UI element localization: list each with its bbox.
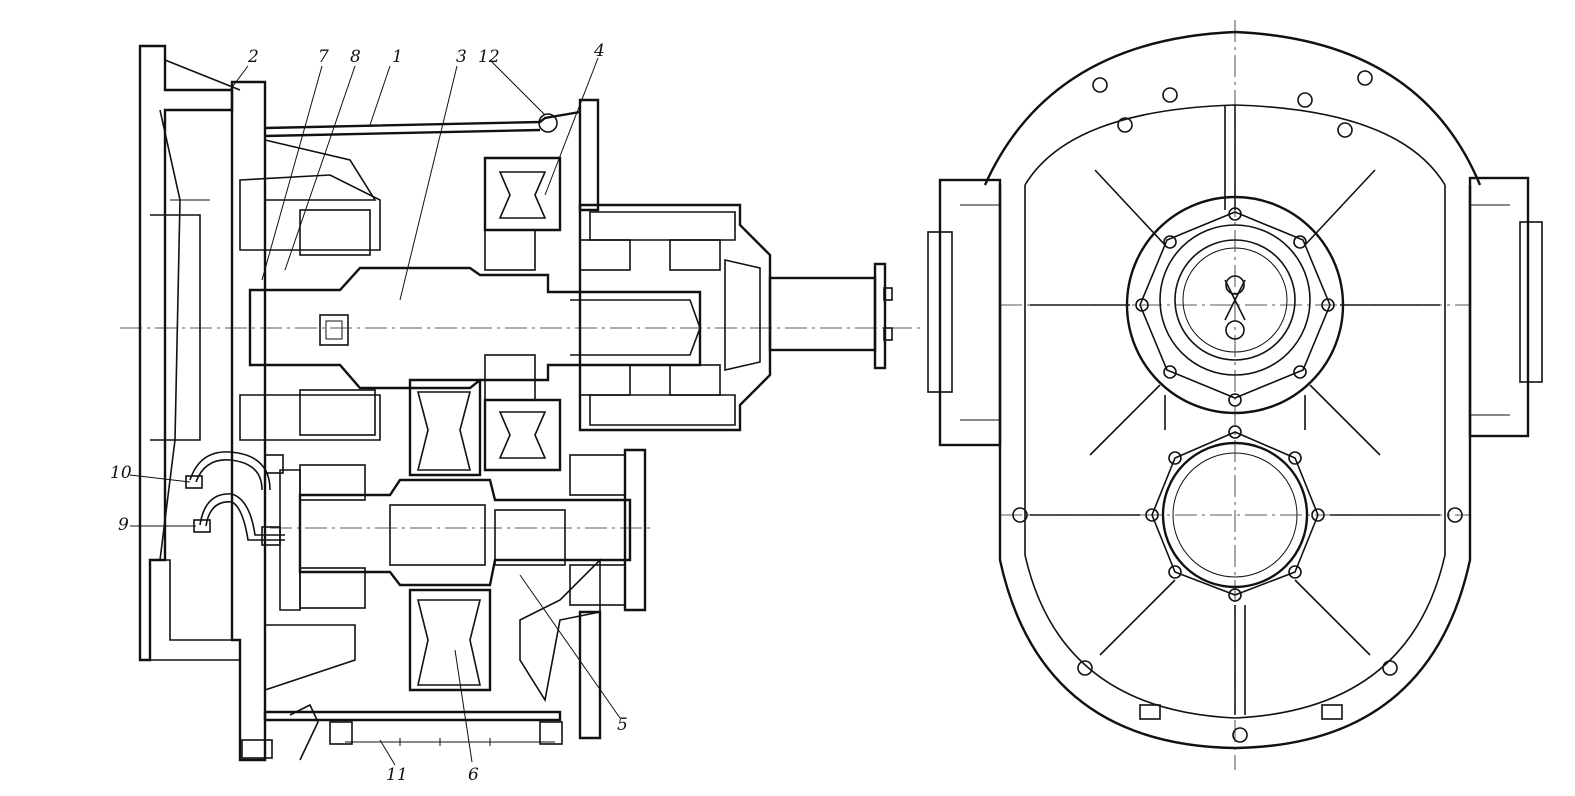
right-mounting-lug bbox=[1468, 176, 1530, 438]
callout-2: 2 bbox=[247, 47, 259, 67]
perimeter-bolts bbox=[1012, 70, 1463, 743]
callout-11: 11 bbox=[386, 765, 408, 785]
output-shaft-end bbox=[768, 262, 893, 370]
callout-3: 3 bbox=[456, 47, 467, 67]
callout-10: 10 bbox=[110, 463, 132, 483]
callout-9: 9 bbox=[118, 515, 129, 535]
end-flange bbox=[138, 44, 241, 662]
drain-plug-icon bbox=[289, 703, 319, 761]
gear-4 bbox=[483, 156, 562, 472]
bottom-bolts bbox=[329, 721, 563, 746]
left-mounting-lug bbox=[938, 178, 1002, 447]
plug-12-icon bbox=[538, 113, 558, 133]
housing bbox=[230, 80, 602, 762]
casing-outline bbox=[983, 30, 1482, 186]
callout-6: 6 bbox=[468, 765, 479, 785]
callout-1: 1 bbox=[392, 47, 403, 67]
end-view bbox=[927, 20, 1543, 770]
callout-5: 5 bbox=[617, 715, 628, 735]
longitudinal-section bbox=[120, 44, 920, 766]
callout-8: 8 bbox=[350, 47, 361, 67]
callout-7: 7 bbox=[318, 47, 329, 67]
callout-12: 12 bbox=[478, 47, 500, 67]
oil-tubes bbox=[185, 451, 285, 546]
right-bearing-cover bbox=[578, 203, 772, 432]
leader-lines bbox=[129, 57, 621, 766]
lower-shaft bbox=[279, 448, 647, 612]
callout-labels: 2 7 8 1 3 12 4 10 9 11 6 5 bbox=[110, 41, 628, 785]
callout-4: 4 bbox=[593, 41, 605, 61]
input-bearing-assembly bbox=[239, 174, 381, 441]
gear-6 bbox=[408, 378, 492, 692]
